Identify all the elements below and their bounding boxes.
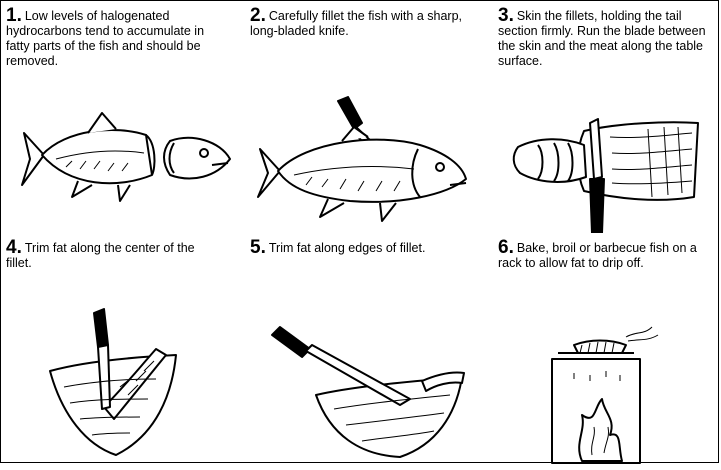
step-2-panel: 2.Carefully fillet the fish with a sharp… [250, 8, 482, 238]
step-2-number: 2. [250, 5, 266, 26]
step-5-caption: 5.Trim fat along edges of fillet. [250, 240, 465, 256]
skinning-fillet-icon [498, 93, 721, 233]
step-3-text: Skin the fillets, holding the tail secti… [498, 9, 706, 68]
step-4-panel: 4.Trim fat along the center of the fille… [6, 240, 238, 470]
step-3-panel: 3.Skin the fillets, holding the tail sec… [498, 8, 721, 238]
step-6-panel: 6.Bake, broil or barbecue fish on a rack… [498, 240, 721, 470]
step-5-panel: 5.Trim fat along edges of fillet. [250, 240, 482, 470]
trim-center-fat-icon [6, 295, 231, 465]
step-6-caption: 6.Bake, broil or barbecue fish on a rack… [498, 240, 713, 271]
step-2-text: Carefully fillet the fish with a sharp, … [250, 9, 462, 38]
step-4-illustration [6, 295, 231, 465]
step-1-text: Low levels of halogenated hydrocarbons t… [6, 9, 204, 68]
step-1-panel: 1.Low levels of halogenated hydrocarbons… [6, 8, 238, 238]
barbecue-rack-icon [498, 295, 721, 465]
trim-edge-fat-icon [250, 295, 475, 465]
step-5-text: Trim fat along edges of fillet. [269, 241, 426, 255]
step-3-caption: 3.Skin the fillets, holding the tail sec… [498, 8, 713, 69]
filleting-fish-icon [250, 93, 475, 233]
step-3-illustration [498, 93, 721, 233]
step-1-caption: 1.Low levels of halogenated hydrocarbons… [6, 8, 221, 69]
step-4-text: Trim fat along the center of the fillet. [6, 241, 195, 270]
step-1-number: 1. [6, 5, 22, 26]
step-2-caption: 2.Carefully fillet the fish with a sharp… [250, 8, 465, 39]
step-4-caption: 4.Trim fat along the center of the fille… [6, 240, 221, 271]
step-5-number: 5. [250, 237, 266, 258]
step-6-number: 6. [498, 237, 514, 258]
step-6-illustration [498, 295, 721, 465]
headless-fish-and-head-icon [6, 93, 231, 233]
step-1-illustration [6, 93, 231, 233]
step-5-illustration [250, 295, 475, 465]
step-3-number: 3. [498, 5, 514, 26]
step-6-text: Bake, broil or barbecue fish on a rack t… [498, 241, 697, 270]
step-4-number: 4. [6, 237, 22, 258]
step-2-illustration [250, 93, 475, 233]
